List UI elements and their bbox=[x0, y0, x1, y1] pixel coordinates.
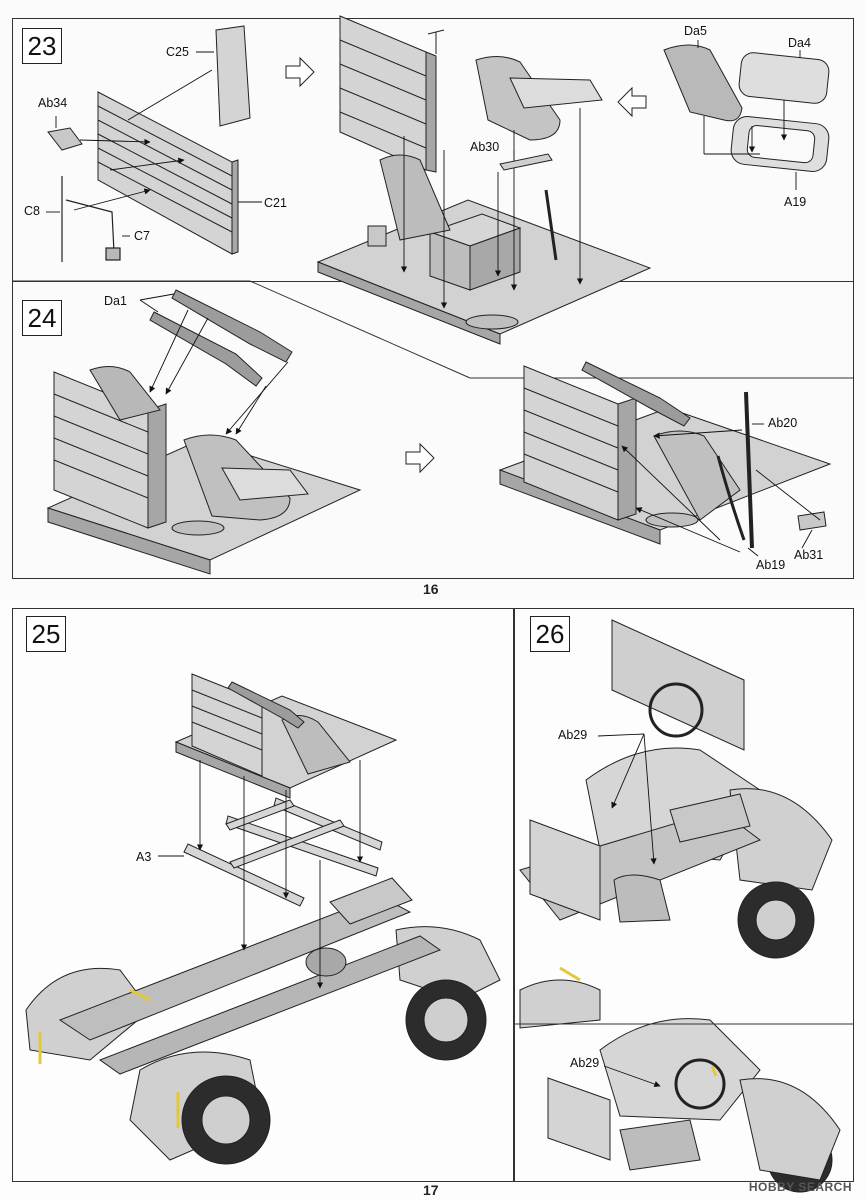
instruction-page-16: 23 24 bbox=[12, 15, 854, 597]
part-ab30 bbox=[499, 153, 553, 171]
watermark-logo: HOBBY SEARCH bbox=[748, 1180, 852, 1194]
parts-da5-da4-a19 bbox=[663, 44, 830, 172]
floor-assembly-24-left bbox=[46, 366, 362, 575]
label-da5: Da5 bbox=[684, 24, 707, 38]
label-ab19: Ab19 bbox=[756, 558, 786, 572]
step-23-number: 23 bbox=[22, 28, 62, 64]
instruction-page-17: 25 26 bbox=[0, 600, 866, 1200]
label-ab30: Ab30 bbox=[470, 140, 500, 154]
back-panel-c21 bbox=[97, 91, 239, 255]
step-26-number: 26 bbox=[530, 616, 570, 652]
step-26-frame bbox=[514, 608, 854, 1182]
label-a3: A3 bbox=[136, 850, 152, 864]
floor-assembly-23 bbox=[316, 15, 652, 345]
label-da1: Da1 bbox=[104, 294, 127, 308]
chassis-25 bbox=[25, 877, 501, 1165]
label-c8: C8 bbox=[24, 204, 40, 218]
step-24-number: 24 bbox=[22, 300, 62, 336]
floor-assembly-24-right bbox=[498, 361, 832, 549]
label-ab20: Ab20 bbox=[768, 416, 798, 430]
frame-a3 bbox=[183, 797, 383, 907]
vehicle-26-top bbox=[519, 619, 833, 1029]
page-number-17: 17 bbox=[423, 1182, 439, 1198]
label-a19: A19 bbox=[784, 195, 807, 209]
label-c25: C25 bbox=[166, 45, 189, 59]
step-25-frame bbox=[12, 608, 514, 1182]
label-ab29-upper: Ab29 bbox=[558, 728, 588, 742]
vehicle-26-bottom bbox=[547, 1018, 841, 1193]
page-16-illustration bbox=[12, 15, 854, 575]
part-ab34 bbox=[47, 127, 83, 151]
page-17-illustration bbox=[25, 619, 854, 1193]
step-25-number: 25 bbox=[26, 616, 66, 652]
rifles-da1 bbox=[149, 289, 293, 387]
label-ab31: Ab31 bbox=[794, 548, 824, 562]
plank-c25 bbox=[215, 25, 251, 127]
rods-c8-c7 bbox=[61, 176, 121, 262]
label-da4: Da4 bbox=[788, 36, 811, 50]
page-number-16: 16 bbox=[423, 581, 439, 597]
label-c21: C21 bbox=[264, 196, 287, 210]
cab-subassembly-25 bbox=[174, 673, 398, 799]
label-c7: C7 bbox=[134, 229, 150, 243]
label-ab34: Ab34 bbox=[38, 96, 68, 110]
label-ab29-lower: Ab29 bbox=[570, 1056, 600, 1070]
